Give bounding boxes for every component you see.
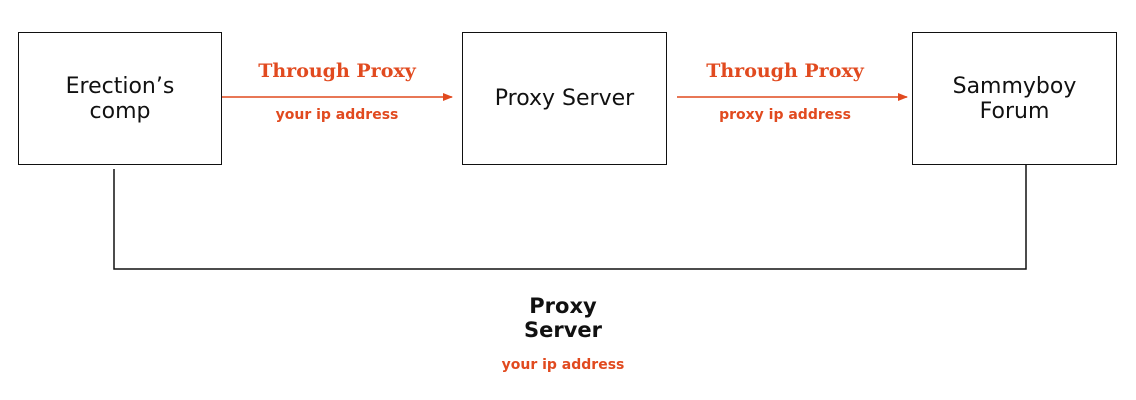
bottom-connector [113,165,1027,270]
link-sublabel-your-ip: your ip address [275,107,399,123]
bottom-path-label: Proxy Server [523,294,602,342]
node-proxy-server: Proxy Server [462,32,667,165]
node-sammyboy-forum: Sammyboy Forum [912,32,1117,165]
link-label-through-proxy-2: Through Proxy [706,60,864,82]
node-erection-comp: Erection’s comp [18,32,222,165]
bottom-path-sublabel: your ip address [501,357,625,373]
link-label-through-proxy-1: Through Proxy [258,60,416,82]
link-sublabel-proxy-ip: proxy ip address [719,107,851,123]
